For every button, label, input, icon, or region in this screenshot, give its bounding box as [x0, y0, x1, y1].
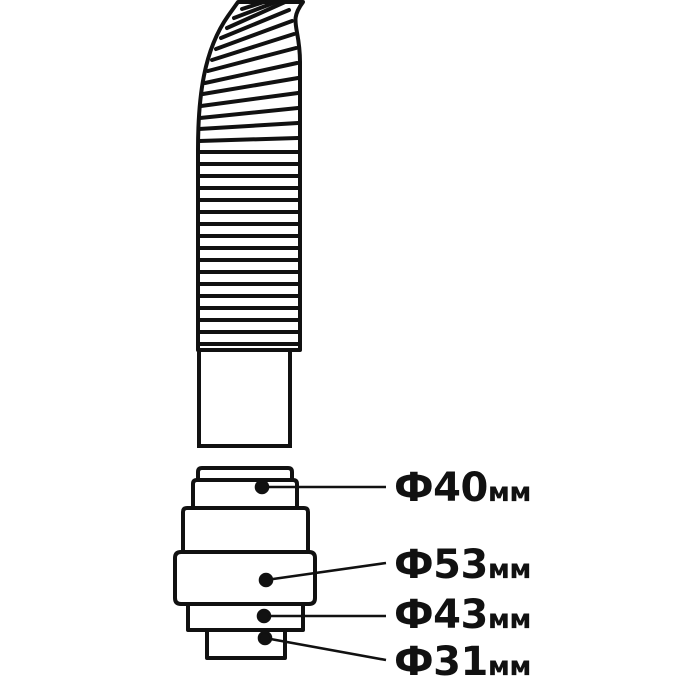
- callout-leaders: [254, 479, 387, 662]
- dimension-unit-d40: мм: [487, 477, 532, 508]
- leader-line-d53: [265, 561, 387, 582]
- dimension-unit-d31: мм: [487, 651, 532, 682]
- dimension-unit-d43: мм: [487, 604, 532, 635]
- adapter-collar-40: [191, 478, 299, 511]
- corrugated-hose: [196, 0, 305, 352]
- adapter-spigot-31: [205, 628, 287, 660]
- dimension-unit-d53: мм: [487, 554, 532, 585]
- dimension-label-d43: Ф43мм: [394, 595, 531, 635]
- leader-dot-d43: [256, 608, 272, 624]
- dimension-value-d40: Ф40: [394, 465, 488, 511]
- leader-dot-d40: [254, 479, 270, 495]
- dimension-label-d40: Ф40мм: [394, 468, 531, 508]
- adapter-body-upper: [181, 506, 310, 555]
- leader-dot-d53: [258, 572, 274, 588]
- stepped-adapter: [173, 466, 317, 660]
- leader-dot-d31: [257, 630, 273, 646]
- adapter-step-43: [186, 602, 305, 632]
- smooth-tube-body: [197, 348, 292, 448]
- hose-ribs-bend: [197, 0, 300, 143]
- smooth-tube: [197, 348, 292, 448]
- leader-d53: [258, 561, 387, 588]
- leader-d40: [254, 479, 386, 495]
- leader-d31: [257, 630, 387, 662]
- dimension-label-d53: Ф53мм: [394, 545, 531, 585]
- dimension-label-d31: Ф31мм: [394, 642, 531, 682]
- dimension-value-d31: Ф31: [394, 639, 488, 685]
- adapter-flange-53: [173, 550, 317, 606]
- leader-d43: [256, 608, 386, 624]
- leader-line-d31: [264, 636, 387, 662]
- dimension-value-d53: Ф53: [394, 542, 488, 588]
- hose-ribs-straight: [198, 150, 300, 346]
- dimension-value-d43: Ф43: [394, 592, 488, 638]
